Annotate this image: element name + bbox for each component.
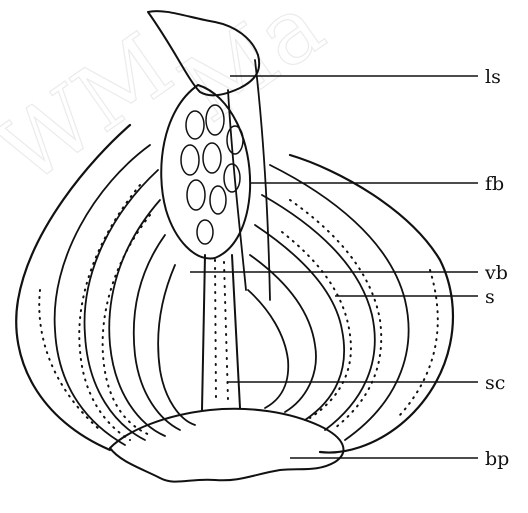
- label-vb: vb: [484, 262, 508, 284]
- label-bp: bp: [485, 448, 509, 470]
- scales-right: [248, 165, 409, 440]
- svg-text:Ma: Ma: [162, 0, 342, 143]
- label-ls: ls: [485, 66, 501, 88]
- watermark: WM Ma: [0, 0, 342, 206]
- basal-plate: [110, 409, 343, 482]
- label-sc: sc: [485, 372, 505, 394]
- label-fb: fb: [485, 173, 504, 195]
- scales-left: [55, 145, 195, 445]
- svg-text:WM: WM: [0, 14, 191, 206]
- label-s: s: [485, 286, 495, 308]
- stem: [202, 255, 240, 410]
- stem-dots: [215, 260, 228, 400]
